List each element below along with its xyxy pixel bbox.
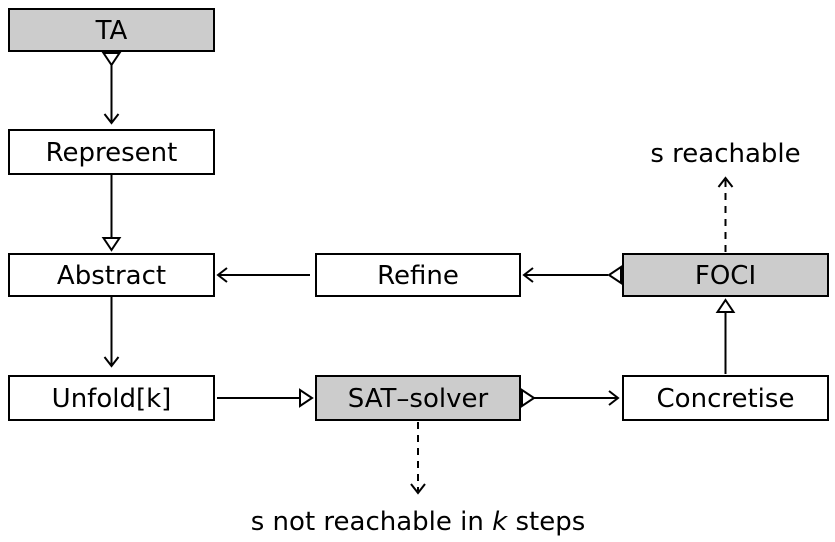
arrowhead-unfold <box>103 356 120 368</box>
node-represent-box <box>8 129 215 175</box>
edge-represent-to-abstract <box>101 175 122 252</box>
node-abstract-box <box>8 253 215 297</box>
node-refine: Refine <box>315 253 521 297</box>
node-ta-label: TA <box>95 16 128 46</box>
edge-foci-to-reachable <box>717 176 734 252</box>
node-foci: FOCI <box>622 253 829 297</box>
arrowhead-concretise <box>608 390 620 406</box>
node-sat-solver-label: SAT–solver <box>348 384 489 414</box>
edge-abstract-to-unfold <box>103 297 120 368</box>
arrowhead-reachable <box>717 176 734 188</box>
arrowhead-triangle-foci <box>715 298 736 313</box>
node-ta: TA <box>8 8 215 52</box>
arrowhead-triangle-abstract <box>101 237 122 252</box>
arrowhead-not-reachable <box>410 483 426 495</box>
label-not-reachable-prefix: s not reachable in <box>251 507 492 537</box>
node-unfold: Unfold[k] <box>8 375 215 421</box>
arrowhead-abstract <box>216 267 228 283</box>
node-foci-label: FOCI <box>695 261 756 291</box>
node-concretise-box <box>622 375 829 421</box>
node-represent-label: Represent <box>46 138 178 168</box>
node-ta-box <box>8 8 215 52</box>
node-refine-label: Refine <box>377 261 459 291</box>
node-concretise-label: Concretise <box>657 384 795 414</box>
edge-refine-to-abstract <box>216 267 310 283</box>
label-s-not-reachable: s not reachable in k steps <box>251 507 586 537</box>
label-not-reachable-k: k <box>492 507 508 537</box>
label-not-reachable-suffix: steps <box>507 507 585 537</box>
node-sat-solver-box <box>315 375 521 421</box>
arrowhead-represent <box>103 113 120 125</box>
node-unfold-box <box>8 375 215 421</box>
arrowhead-refine <box>522 267 534 283</box>
tail-triangle-ta <box>101 52 122 67</box>
arrowhead-triangle-sat <box>299 388 314 408</box>
node-refine-box <box>315 253 521 297</box>
node-concretise: Concretise <box>622 375 829 421</box>
edge-unfold-to-sat <box>217 388 314 408</box>
edge-sat-to-not-reachable <box>410 422 426 495</box>
edge-sat-to-concretise <box>521 388 620 408</box>
node-foci-box <box>622 253 829 297</box>
node-abstract: Abstract <box>8 253 215 297</box>
edge-ta-to-represent <box>101 52 122 125</box>
label-s-reachable: s reachable <box>650 139 800 169</box>
edge-foci-to-refine <box>522 265 622 285</box>
node-sat-solver: SAT–solver <box>315 375 521 421</box>
node-abstract-label: Abstract <box>57 261 166 291</box>
tail-triangle-foci <box>607 265 622 285</box>
node-represent: Represent <box>8 129 215 175</box>
tail-triangle-sat <box>521 388 536 408</box>
edge-concretise-to-foci <box>715 298 736 374</box>
node-unfold-label: Unfold[k] <box>52 384 172 414</box>
